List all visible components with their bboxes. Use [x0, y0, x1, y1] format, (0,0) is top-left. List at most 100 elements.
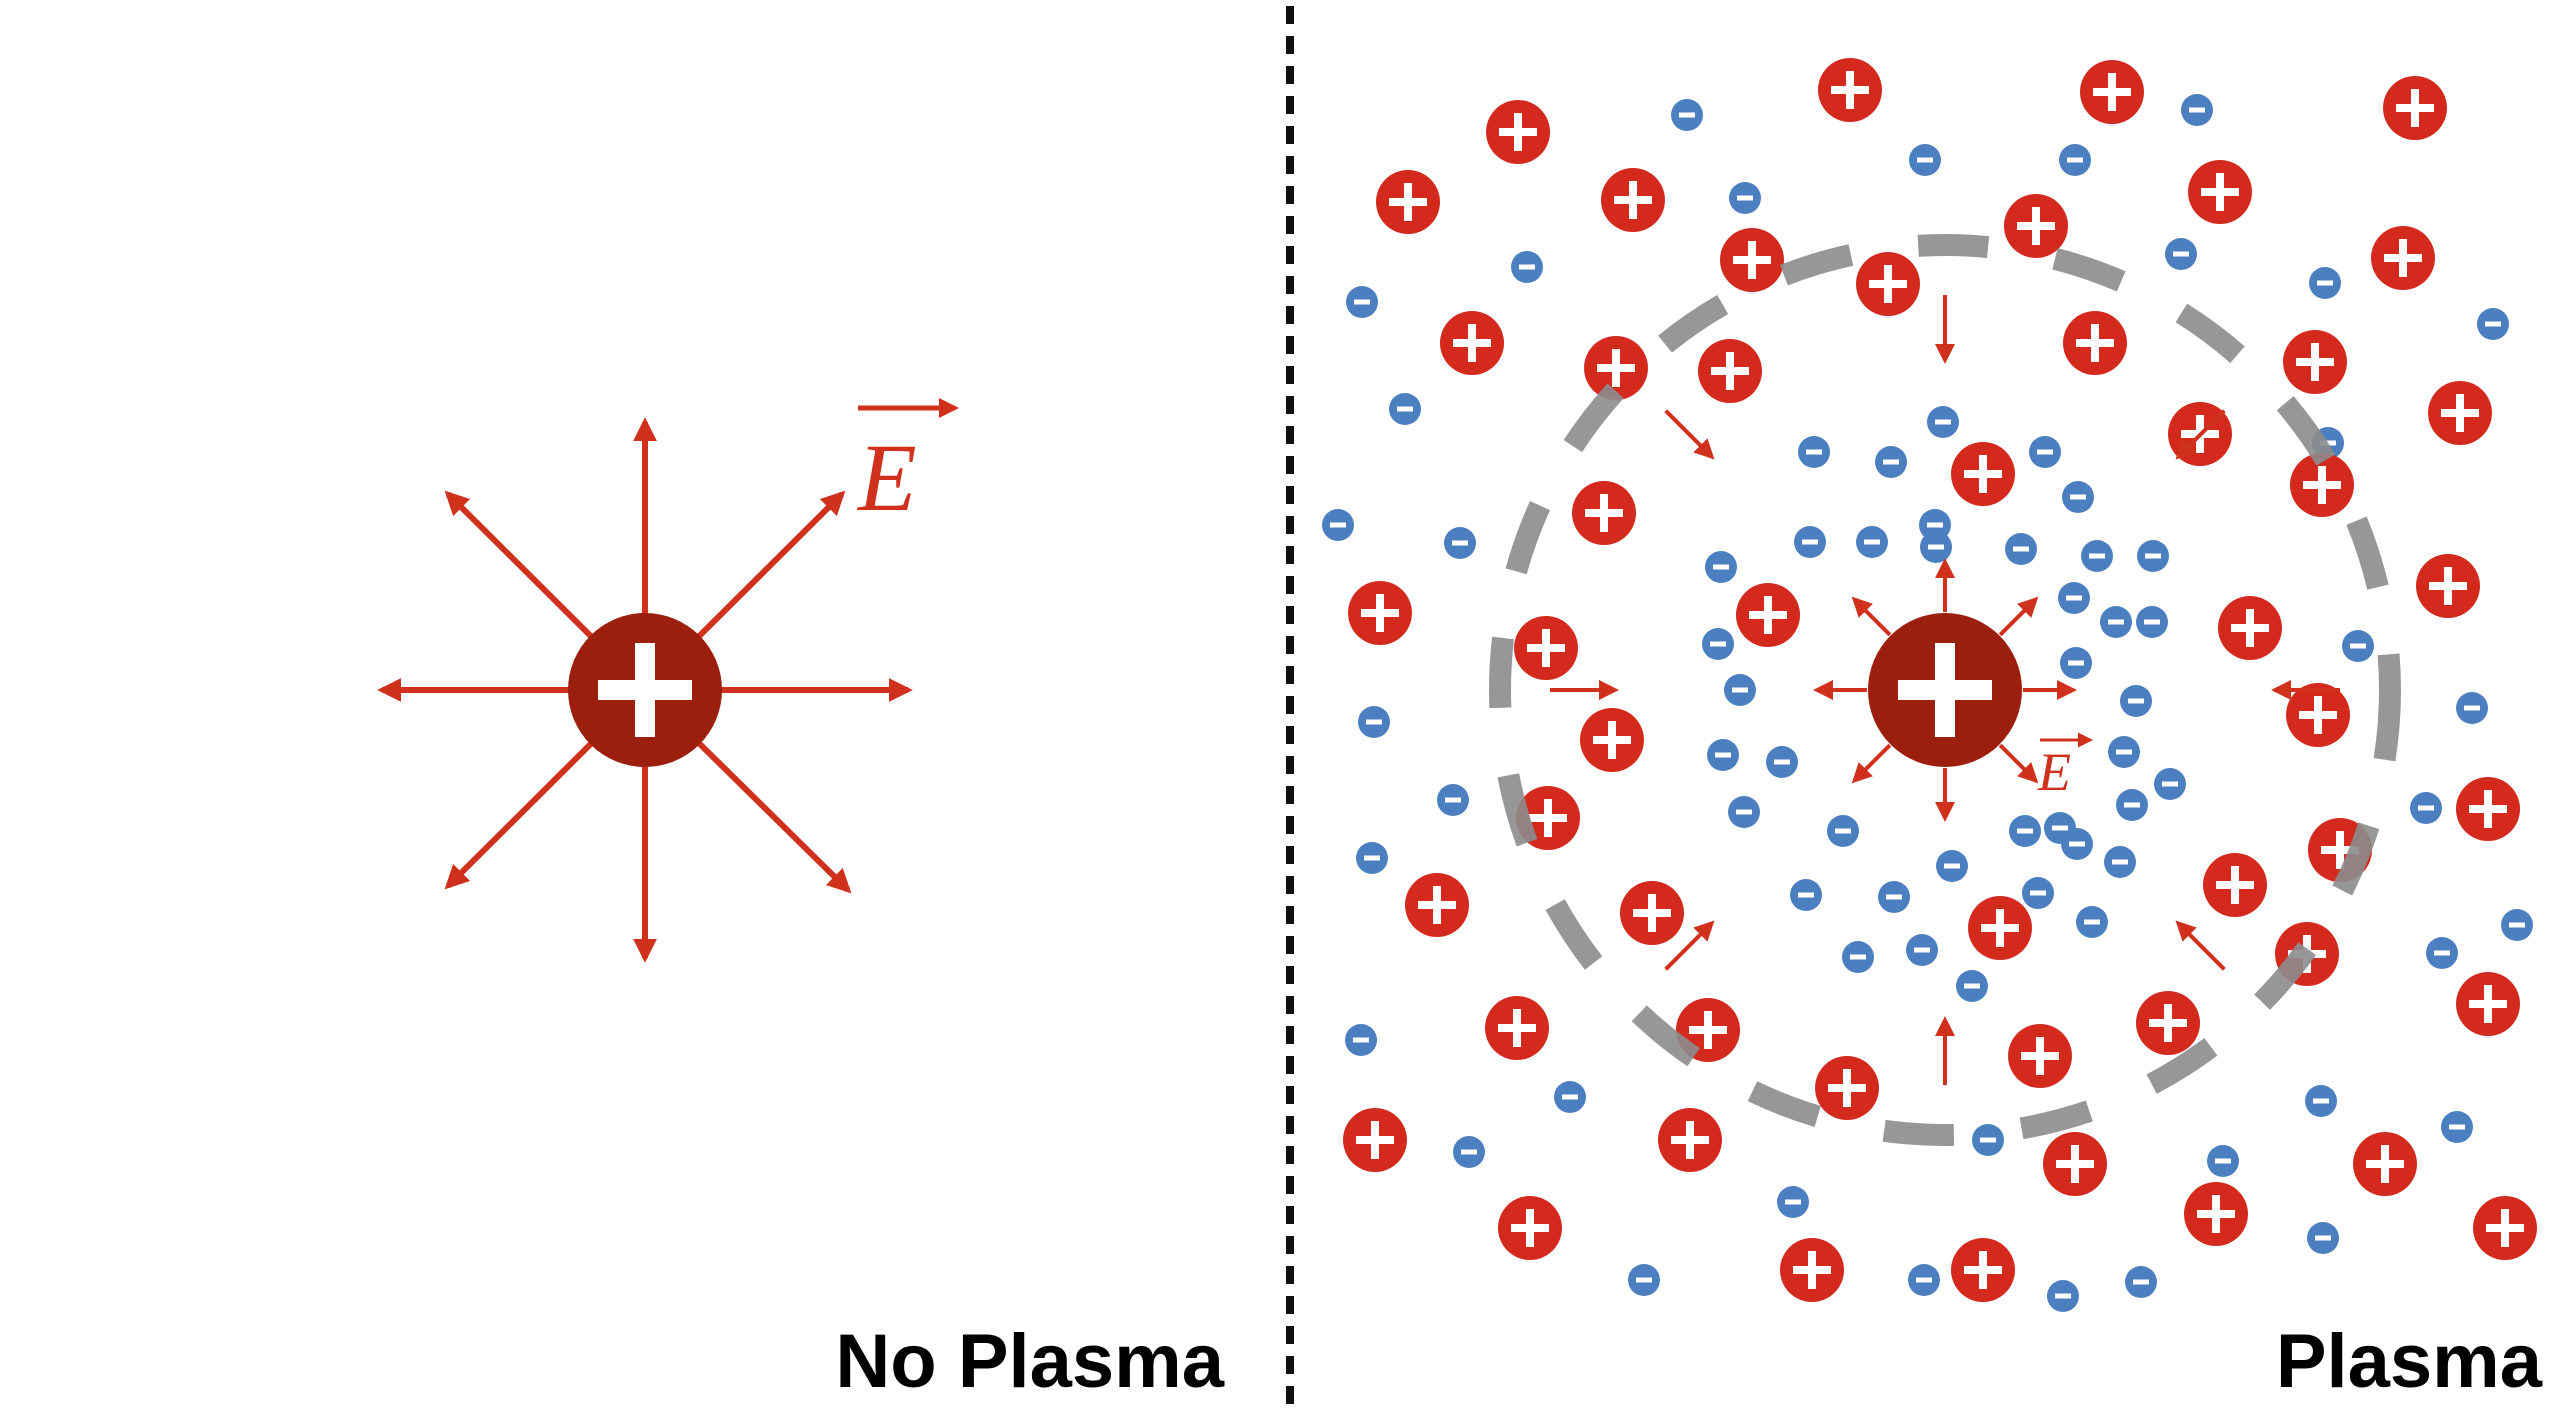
minus-electron-icon: [2081, 540, 2113, 572]
minus-electron-icon: [1444, 527, 1476, 559]
plus-ion-icon: [2043, 1132, 2107, 1196]
minus-electron-icon: [2137, 540, 2169, 572]
plasma-caption: Plasma: [2275, 1319, 2542, 1404]
minus-electron-icon: [2029, 436, 2061, 468]
minus-electron-icon: [2426, 937, 2458, 969]
plus-ion-icon: [2188, 160, 2252, 224]
plus-ion-icon: [2218, 596, 2282, 660]
minus-electron-icon: [1956, 970, 1988, 1002]
plus-ion-icon: [2290, 453, 2354, 517]
minus-electron-icon: [1345, 1024, 1377, 1056]
minus-electron-icon: [2108, 736, 2140, 768]
minus-electron-icon: [2154, 768, 2186, 800]
plus-ion-icon: [1486, 100, 1550, 164]
minus-electron-icon: [2116, 789, 2148, 821]
outward-field-arrow: [1851, 596, 1892, 637]
minus-electron-icon: [1906, 934, 1938, 966]
minus-electron-icon: [2022, 877, 2054, 909]
minus-electron-icon: [1389, 393, 1421, 425]
plus-ion-icon: [1951, 442, 2015, 506]
no-plasma-caption: No Plasma: [835, 1319, 1224, 1404]
plus-ion-icon: [2416, 554, 2480, 618]
minus-electron-icon: [2009, 815, 2041, 847]
minus-electron-icon: [1972, 1124, 2004, 1156]
minus-electron-icon: [2104, 846, 2136, 878]
plus-ion-icon: [2283, 330, 2347, 394]
minus-electron-icon: [1794, 526, 1826, 558]
minus-electron-icon: [2477, 308, 2509, 340]
shielding-field-arrow: [1664, 920, 1715, 971]
plus-ion-icon: [1584, 336, 1648, 400]
svg-text:E: E: [856, 424, 917, 531]
minus-electron-icon: [1511, 251, 1543, 283]
plus-ion-icon: [1698, 339, 1762, 403]
minus-electron-icon: [2058, 582, 2090, 614]
minus-electron-icon: [2410, 792, 2442, 824]
minus-electron-icon: [2047, 1280, 2079, 1312]
plus-ion-icon: [1818, 58, 1882, 122]
plus-ion-icon: [1968, 896, 2032, 960]
minus-electron-icon: [2309, 267, 2341, 299]
minus-electron-icon: [1671, 99, 1703, 131]
minus-electron-icon: [1702, 628, 1734, 660]
minus-electron-icon: [1437, 784, 1469, 816]
field-label: E: [856, 398, 959, 531]
minus-electron-icon: [1908, 1264, 1940, 1296]
plus-ion-icon: [2004, 194, 2068, 258]
minus-electron-icon: [1842, 941, 1874, 973]
minus-electron-icon: [2005, 533, 2037, 565]
minus-electron-icon: [1766, 746, 1798, 778]
minus-electron-icon: [1856, 526, 1888, 558]
minus-electron-icon: [1729, 182, 1761, 214]
plus-ion-icon: [2286, 683, 2350, 747]
minus-electron-icon: [2207, 1145, 2239, 1177]
minus-electron-icon: [2441, 1111, 2473, 1143]
minus-electron-icon: [2059, 144, 2091, 176]
shielding-field-arrow: [1664, 409, 1715, 460]
minus-electron-icon: [1356, 842, 1388, 874]
minus-electron-icon: [1790, 879, 1822, 911]
plus-ion-icon: [1580, 708, 1644, 772]
minus-electron-icon: [1705, 551, 1737, 583]
minus-electron-icon: [1322, 509, 1354, 541]
minus-electron-icon: [1728, 796, 1760, 828]
plus-ion-icon: [2473, 1196, 2537, 1260]
minus-electron-icon: [1909, 144, 1941, 176]
shielding-field-arrow: [2175, 409, 2226, 460]
plus-ion-icon: [2063, 311, 2127, 375]
plus-ion-icon: [2203, 853, 2267, 917]
plus-ion-icon: [2456, 777, 2520, 841]
minus-electron-icon: [2342, 630, 2374, 662]
outward-field-arrow: [1998, 596, 2039, 637]
plus-ion-icon: [2136, 991, 2200, 1055]
plus-ion-icon: [1601, 168, 1665, 232]
plus-ion-icon: [2184, 1182, 2248, 1246]
minus-electron-icon: [2305, 1085, 2337, 1117]
field-label-small: E: [2037, 732, 2093, 802]
minus-electron-icon: [2456, 692, 2488, 724]
plus-ion-icon: [2456, 972, 2520, 1036]
plus-ion-icon: [1951, 1238, 2015, 1302]
plus-ion-icon: [1343, 1108, 1407, 1172]
outward-field-arrow: [1851, 743, 1892, 784]
outward-field-arrow: [1998, 743, 2039, 784]
minus-electron-icon: [1927, 406, 1959, 438]
minus-electron-icon: [2100, 606, 2132, 638]
plasma-panel: E: [1322, 58, 2537, 1312]
minus-electron-icon: [2181, 94, 2213, 126]
minus-electron-icon: [1453, 1136, 1485, 1168]
plus-ion-icon: [1658, 1108, 1722, 1172]
shielding-field-arrow: [2175, 920, 2226, 971]
minus-electron-icon: [1878, 881, 1910, 913]
plus-ion-icon: [1620, 881, 1684, 945]
minus-electron-icon: [1628, 1264, 1660, 1296]
minus-electron-icon: [2136, 606, 2168, 638]
plus-ion-icon: [2428, 381, 2492, 445]
plus-ion-icon: [1815, 1056, 1879, 1120]
svg-text:E: E: [2037, 742, 2071, 802]
plus-charge-icon: [568, 613, 722, 767]
minus-electron-icon: [1936, 850, 1968, 882]
minus-electron-icon: [1875, 446, 1907, 478]
plus-ion-icon: [1856, 252, 1920, 316]
